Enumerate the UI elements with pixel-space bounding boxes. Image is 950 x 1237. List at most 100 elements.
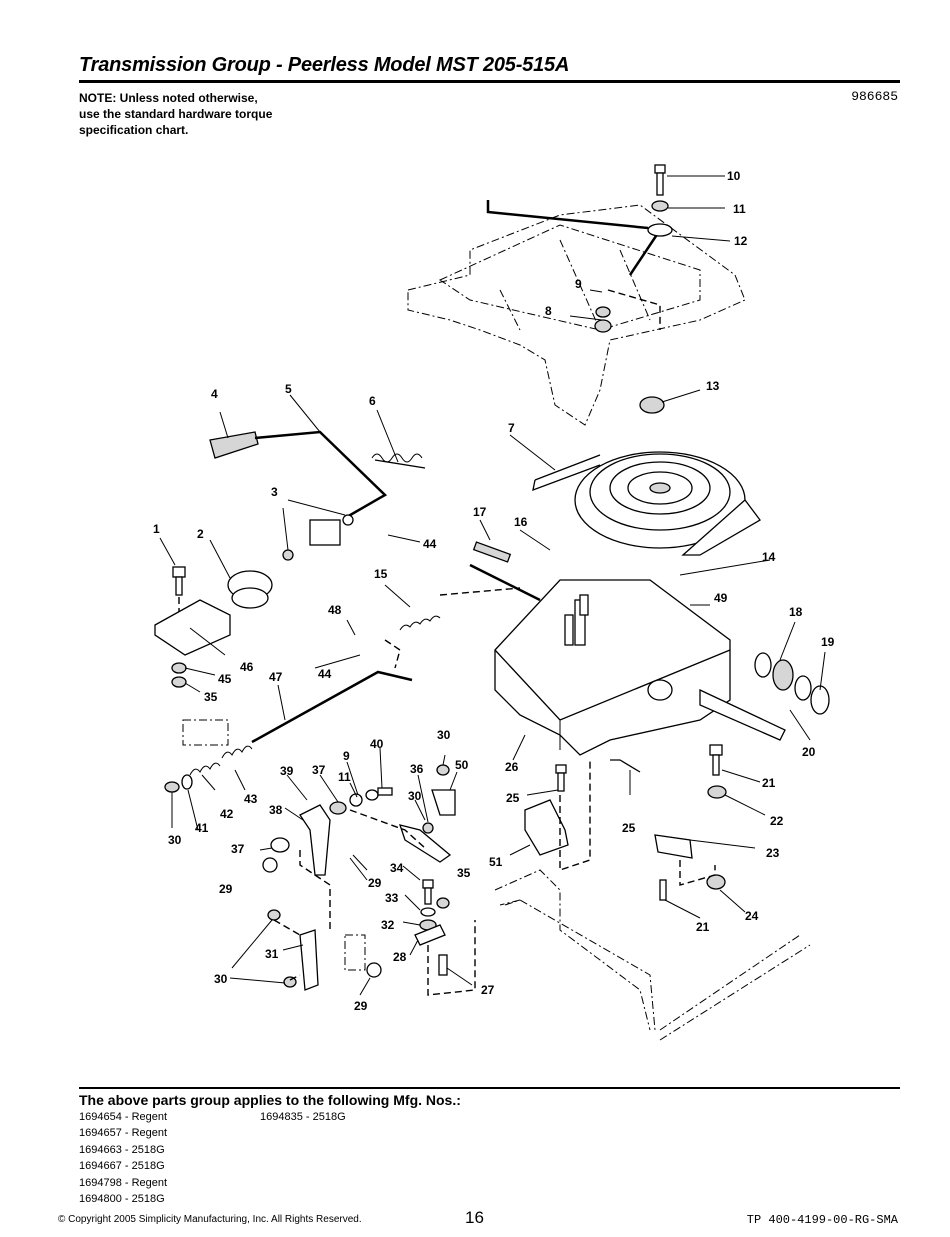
callout-14: 14 bbox=[762, 550, 776, 564]
callout-37a: 37 bbox=[312, 763, 326, 777]
mfg-item: 1694657 - Regent bbox=[79, 1127, 168, 1140]
tp-code: TP 400-4199-00-RG-SMA bbox=[746, 1213, 898, 1227]
nuts-8-9 bbox=[594, 289, 661, 333]
callout-43: 43 bbox=[244, 792, 258, 806]
callout-40: 40 bbox=[370, 737, 384, 751]
callout-20: 20 bbox=[802, 745, 816, 759]
callout-5: 5 bbox=[285, 382, 292, 396]
mfg-item: 1694663 - 2518G bbox=[79, 1143, 165, 1156]
callout-25a: 25 bbox=[506, 791, 520, 805]
callout-labels: 10 11 12 9 8 13 4 5 6 7 3 44 17 16 1 2 1… bbox=[153, 169, 835, 1013]
callout-30a: 30 bbox=[437, 728, 451, 742]
note-line: NOTE: Unless noted otherwise, bbox=[79, 91, 258, 105]
frame-phantom bbox=[407, 204, 746, 426]
callout-17: 17 bbox=[473, 505, 487, 519]
callout-10: 10 bbox=[727, 169, 741, 183]
callout-3: 3 bbox=[271, 485, 278, 499]
leader-lines bbox=[159, 175, 826, 996]
callout-19: 19 bbox=[821, 635, 835, 649]
doc-number: 986685 bbox=[851, 89, 898, 104]
callout-47: 47 bbox=[269, 670, 283, 684]
callout-38: 38 bbox=[269, 803, 283, 817]
callout-4: 4 bbox=[211, 387, 218, 401]
callout-12: 12 bbox=[734, 234, 748, 248]
callout-6: 6 bbox=[369, 394, 376, 408]
bracket-23 bbox=[654, 744, 727, 901]
callout-30c: 30 bbox=[408, 789, 422, 803]
callout-33: 33 bbox=[385, 891, 399, 905]
callout-2: 2 bbox=[197, 527, 204, 541]
applies-heading: The above parts group applies to the fol… bbox=[79, 1092, 461, 1108]
callout-44a: 44 bbox=[423, 537, 437, 551]
callout-26: 26 bbox=[505, 760, 519, 774]
callout-32: 32 bbox=[381, 918, 395, 932]
callout-35b: 35 bbox=[457, 866, 471, 880]
callout-7: 7 bbox=[508, 421, 515, 435]
callout-50: 50 bbox=[455, 758, 469, 772]
axle-seals bbox=[754, 652, 830, 715]
page-number: 16 bbox=[465, 1208, 484, 1227]
lower-frame-phantom bbox=[494, 869, 811, 1041]
page-title: Transmission Group - Peerless Model MST … bbox=[79, 54, 570, 76]
control-rod bbox=[164, 670, 413, 793]
bolt-10 bbox=[651, 164, 669, 212]
callout-49: 49 bbox=[714, 591, 728, 605]
callout-21b: 21 bbox=[696, 920, 710, 934]
callout-29b: 29 bbox=[219, 882, 233, 896]
header-rule bbox=[79, 80, 900, 83]
linkage-parts bbox=[262, 764, 456, 991]
footer-rule bbox=[79, 1087, 900, 1089]
bracket-51 bbox=[524, 759, 641, 871]
callout-46: 46 bbox=[240, 660, 254, 674]
callout-11: 11 bbox=[733, 202, 746, 216]
callout-31: 31 bbox=[265, 947, 279, 961]
callout-8: 8 bbox=[545, 304, 552, 318]
torque-note: NOTE: Unless noted otherwise, use the st… bbox=[79, 90, 272, 138]
spring-15 bbox=[384, 587, 521, 669]
mfg-item: 1694798 - Regent bbox=[79, 1176, 168, 1189]
callout-36: 36 bbox=[410, 762, 424, 776]
callout-9b: 9 bbox=[343, 749, 350, 763]
callout-21a: 21 bbox=[762, 776, 776, 790]
note-line: specification chart. bbox=[79, 123, 189, 137]
callout-34: 34 bbox=[390, 861, 404, 875]
callout-39: 39 bbox=[280, 764, 294, 778]
mfg-list-col2: 1694835 - 2518G bbox=[260, 1109, 346, 1125]
hardware-stack bbox=[414, 879, 476, 996]
callout-30d: 30 bbox=[214, 972, 228, 986]
mfg-item: 1694667 - 2518G bbox=[79, 1160, 165, 1173]
idler-bracket bbox=[154, 566, 273, 688]
callout-25b: 25 bbox=[622, 821, 636, 835]
callout-28: 28 bbox=[393, 950, 407, 964]
transmission-housing bbox=[469, 541, 786, 756]
callout-9: 9 bbox=[575, 277, 582, 291]
callout-27: 27 bbox=[481, 983, 495, 997]
callout-42: 42 bbox=[220, 807, 234, 821]
callout-30b: 30 bbox=[168, 833, 182, 847]
mfg-list-col1: 1694654 - Regent 1694657 - Regent 169466… bbox=[79, 1109, 167, 1207]
callout-22: 22 bbox=[770, 814, 784, 828]
mfg-item: 1694835 - 2518G bbox=[260, 1111, 346, 1123]
callout-48: 48 bbox=[328, 603, 342, 617]
mfg-item: 1694654 - Regent bbox=[79, 1111, 168, 1123]
mfg-item: 1694800 - 2518G bbox=[79, 1193, 165, 1206]
callout-29a: 29 bbox=[368, 876, 382, 890]
callout-29c: 29 bbox=[354, 999, 368, 1013]
callout-23: 23 bbox=[766, 846, 780, 860]
callout-13: 13 bbox=[706, 379, 720, 393]
callout-18: 18 bbox=[789, 605, 803, 619]
exploded-parts-diagram: 10 11 12 9 8 13 4 5 6 7 3 44 17 16 1 2 1… bbox=[153, 164, 835, 1041]
callout-44b: 44 bbox=[318, 667, 332, 681]
callout-51: 51 bbox=[489, 855, 503, 869]
callout-15: 15 bbox=[374, 567, 388, 581]
copyright: © Copyright 2005 Simplicity Manufacturin… bbox=[58, 1214, 362, 1225]
callout-37b: 37 bbox=[231, 842, 245, 856]
callout-11b: 11 bbox=[338, 770, 351, 784]
callout-1: 1 bbox=[153, 522, 160, 536]
callout-24: 24 bbox=[745, 909, 759, 923]
shift-rod bbox=[486, 200, 673, 276]
shift-lever bbox=[209, 430, 426, 561]
pulley-and-belt bbox=[532, 396, 761, 556]
callout-45: 45 bbox=[218, 672, 232, 686]
note-line: use the standard hardware torque bbox=[79, 107, 273, 121]
